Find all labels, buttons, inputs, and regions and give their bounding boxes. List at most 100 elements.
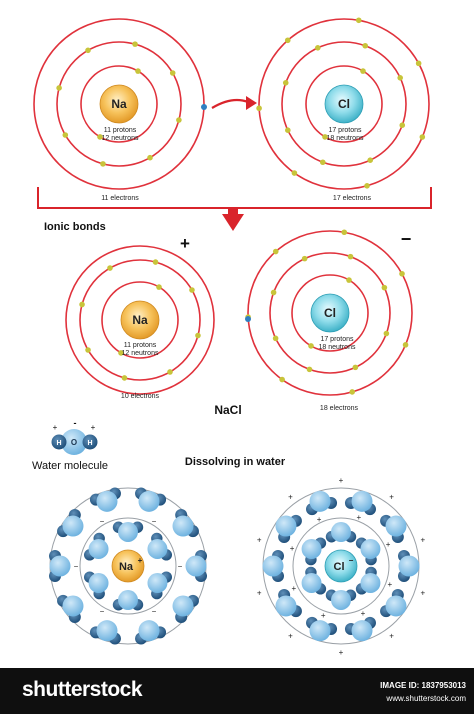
electron — [132, 41, 138, 47]
transfer-electron — [201, 104, 207, 110]
electron — [256, 105, 262, 112]
electron-shell — [80, 65, 158, 143]
partial-charge-sign: + — [257, 589, 262, 598]
solvated-cl-inner-ring — [292, 517, 390, 615]
water-oxygen — [398, 555, 420, 577]
electron — [195, 332, 201, 339]
gained-electron — [245, 316, 251, 322]
electron — [284, 37, 291, 44]
electron — [355, 17, 362, 24]
partial-charge-sign: − — [74, 562, 79, 571]
water-oxygen — [49, 555, 71, 577]
cl-electron-count: 17 electrons — [333, 195, 372, 202]
water-molecule — [112, 590, 144, 611]
electron — [97, 134, 103, 140]
electron — [399, 122, 406, 129]
na-protons: 11 protons — [104, 127, 137, 134]
electron — [147, 154, 153, 161]
na-ion-neutrons: 12 neutrons — [122, 350, 159, 357]
partial-charge-sign: − — [152, 607, 157, 616]
water-h-right-label: H — [87, 440, 92, 447]
cl-ion-protons: 17 protons — [320, 336, 354, 343]
water-oxygen — [385, 515, 407, 537]
na-ion-electrons — [79, 259, 201, 381]
water-oxygen — [62, 515, 84, 537]
electron — [362, 42, 369, 49]
electron — [419, 134, 426, 140]
electron — [270, 289, 277, 296]
water-partial-plus-left: + — [53, 423, 58, 432]
na-electron-count: 11 electrons — [101, 195, 139, 202]
water-molecule — [398, 550, 420, 582]
na-ion-nucleus — [120, 300, 160, 340]
water-oxygen — [138, 620, 160, 642]
water-oxygen — [385, 595, 407, 617]
water-oxygen — [118, 590, 138, 610]
water-molecule — [355, 537, 381, 566]
cl-ion-electron-count: 18 electrons — [320, 405, 359, 412]
water-oxygen — [96, 620, 118, 642]
electron — [169, 70, 176, 76]
electron — [107, 265, 113, 271]
partial-charge-sign: + — [321, 611, 326, 620]
transfer-arrow — [211, 98, 249, 109]
electron — [100, 161, 106, 167]
na-ion-protons: 11 protons — [124, 342, 157, 349]
water-molecule — [185, 550, 207, 582]
na-symbol: Na — [111, 97, 127, 111]
water-molecule — [344, 616, 376, 642]
cl-nucleus — [324, 84, 364, 124]
partial-charge-sign: + — [420, 535, 425, 544]
water-molecule — [275, 588, 302, 618]
partial-charge-sign: − — [100, 517, 105, 526]
electron-shell — [56, 41, 182, 167]
solvated-na-waters: −−−−−− — [49, 487, 207, 645]
water-oxygen — [331, 522, 351, 542]
water-molecule — [325, 589, 357, 610]
water-molecule — [344, 490, 376, 516]
water-molecule — [325, 522, 357, 543]
solvated-cl-charge: − — [349, 556, 354, 565]
electron — [272, 335, 279, 342]
electron — [189, 287, 195, 293]
electron-shell — [291, 274, 369, 352]
water-oxygen — [61, 429, 87, 455]
electron — [360, 68, 366, 74]
partial-charge-sign: − — [152, 517, 157, 526]
cl-neutrons: 18 neutrons — [327, 135, 364, 142]
ionic-bonds-label: Ionic bonds — [44, 221, 106, 233]
water-oxygen — [360, 573, 381, 593]
water-molecule — [147, 571, 173, 600]
water-molecule-icon: - + + H O H — [51, 418, 98, 455]
electron — [314, 45, 321, 51]
electron — [156, 284, 162, 290]
na-ion-electron-count: 10 electrons — [121, 393, 160, 400]
water-molecule — [49, 550, 71, 582]
water-oxygen — [309, 490, 331, 512]
electron-shell — [281, 41, 407, 167]
cl-atom-neutral: Cl 17 protons 18 neutrons 17 electrons — [256, 17, 430, 202]
cl-protons: 17 protons — [328, 127, 362, 134]
water-oxygen — [262, 555, 284, 577]
electron — [381, 284, 388, 291]
electron — [383, 330, 390, 337]
water-molecule — [89, 620, 121, 645]
partial-charge-sign: + — [339, 648, 344, 657]
water-oxygen — [185, 555, 207, 577]
water-molecule — [306, 616, 338, 642]
na-neutrons: 12 neutrons — [102, 135, 139, 142]
electron — [282, 79, 289, 86]
electron — [364, 183, 370, 189]
electron — [62, 132, 69, 138]
water-molecule-label: Water molecule — [32, 460, 108, 472]
solvated-na: −−−−−− Na + — [49, 487, 207, 645]
electron-shell — [65, 245, 215, 395]
solvated-cl-core — [324, 549, 358, 583]
na-nucleus — [99, 84, 139, 124]
electron — [397, 74, 403, 81]
electron — [301, 255, 308, 262]
cl-atom-electrons — [256, 17, 426, 189]
water-oxygen — [275, 595, 297, 617]
cl-atom-shells — [258, 18, 430, 190]
